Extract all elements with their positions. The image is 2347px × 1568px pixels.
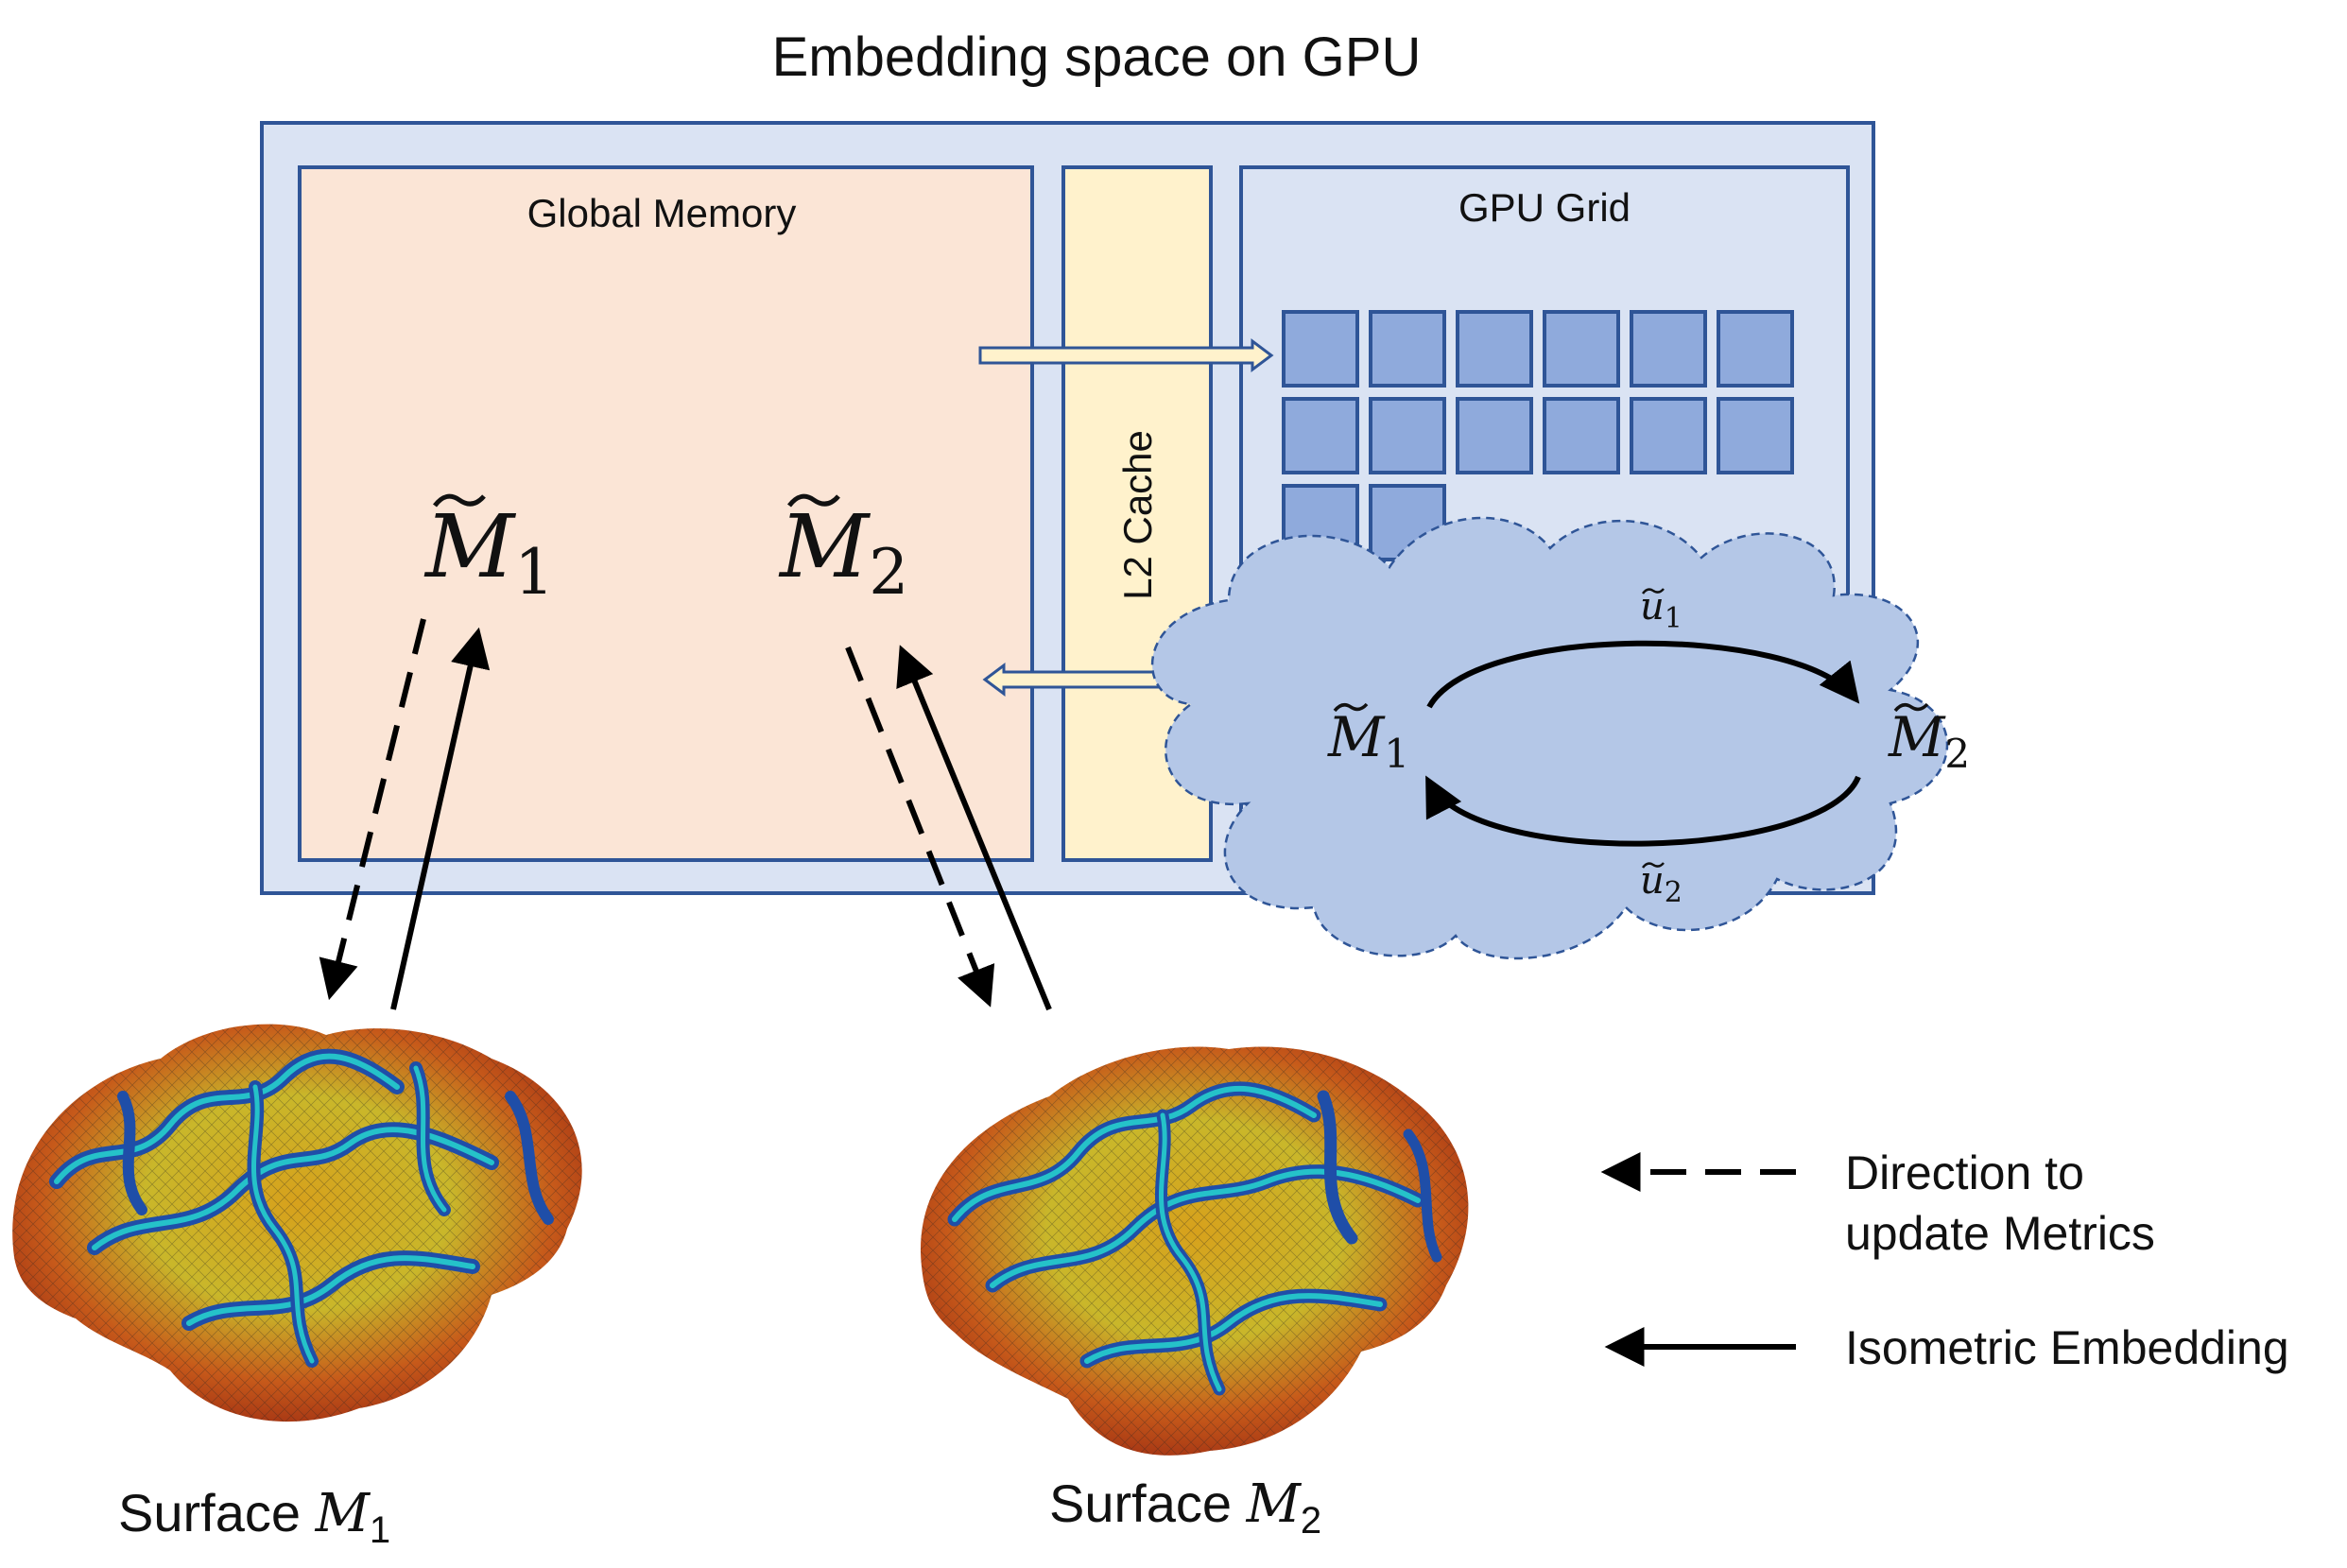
cloud-shape (1150, 516, 1949, 960)
gpu-block (1282, 310, 1359, 388)
gpu-block (1369, 310, 1446, 388)
gpu-grid-label: GPU Grid (1458, 185, 1631, 230)
brain-surface-m2-image (920, 1046, 1469, 1456)
cloud-m1: M1 (1327, 702, 1409, 777)
memory-to-grid-arrow (978, 338, 1274, 372)
dashed-arrow-m2 (845, 646, 995, 1008)
cloud-m2: M2 (1888, 702, 1970, 777)
svg-text:M2: M2 (778, 496, 908, 609)
gpu-block (1369, 397, 1446, 474)
dashed-arrow-m1 (319, 618, 426, 1001)
gpu-block (1282, 397, 1359, 474)
gpu-block (1543, 310, 1620, 388)
legend-dashed-label-line1: Direction to (1845, 1146, 2084, 1199)
cloud-top-arrow (1426, 640, 1860, 709)
surface-m2-label: Surface M2 (1049, 1473, 1321, 1542)
gpu-block (1630, 310, 1707, 388)
svg-text:M2: M2 (1888, 705, 1970, 777)
gpu-block (1630, 397, 1707, 474)
global-memory-m2: M2 (778, 493, 908, 609)
gpu-block (1456, 397, 1533, 474)
gpu-block (1717, 310, 1794, 388)
svg-text:M1: M1 (1327, 705, 1409, 777)
solid-arrow-m2 (896, 645, 1052, 1011)
legend: Direction to update Metrics Isometric Em… (1600, 1146, 2289, 1374)
l2-cache-label: L2 Cache (1115, 430, 1160, 600)
cloud-u1: u1 (1640, 585, 1683, 635)
global-memory-label: Global Memory (527, 191, 797, 235)
cloud-u2: u2 (1640, 859, 1683, 909)
brain-surface-m1-image (12, 1024, 582, 1422)
gpu-block (1543, 397, 1620, 474)
cloud-bottom-arrow (1425, 775, 1861, 847)
solid-arrow-m1 (390, 627, 491, 1010)
legend-solid-label: Isometric Embedding (1845, 1321, 2289, 1374)
global-memory-m1: M1 (423, 493, 554, 609)
surface-m1-label: Surface M1 (118, 1483, 390, 1551)
svg-text:M1: M1 (423, 496, 554, 609)
diagram-title: Embedding space on GPU (772, 26, 1422, 88)
legend-dashed-label-line2: update Metrics (1845, 1207, 2155, 1260)
global-memory-box (298, 165, 1034, 862)
gpu-block (1456, 310, 1533, 388)
gpu-block (1717, 397, 1794, 474)
